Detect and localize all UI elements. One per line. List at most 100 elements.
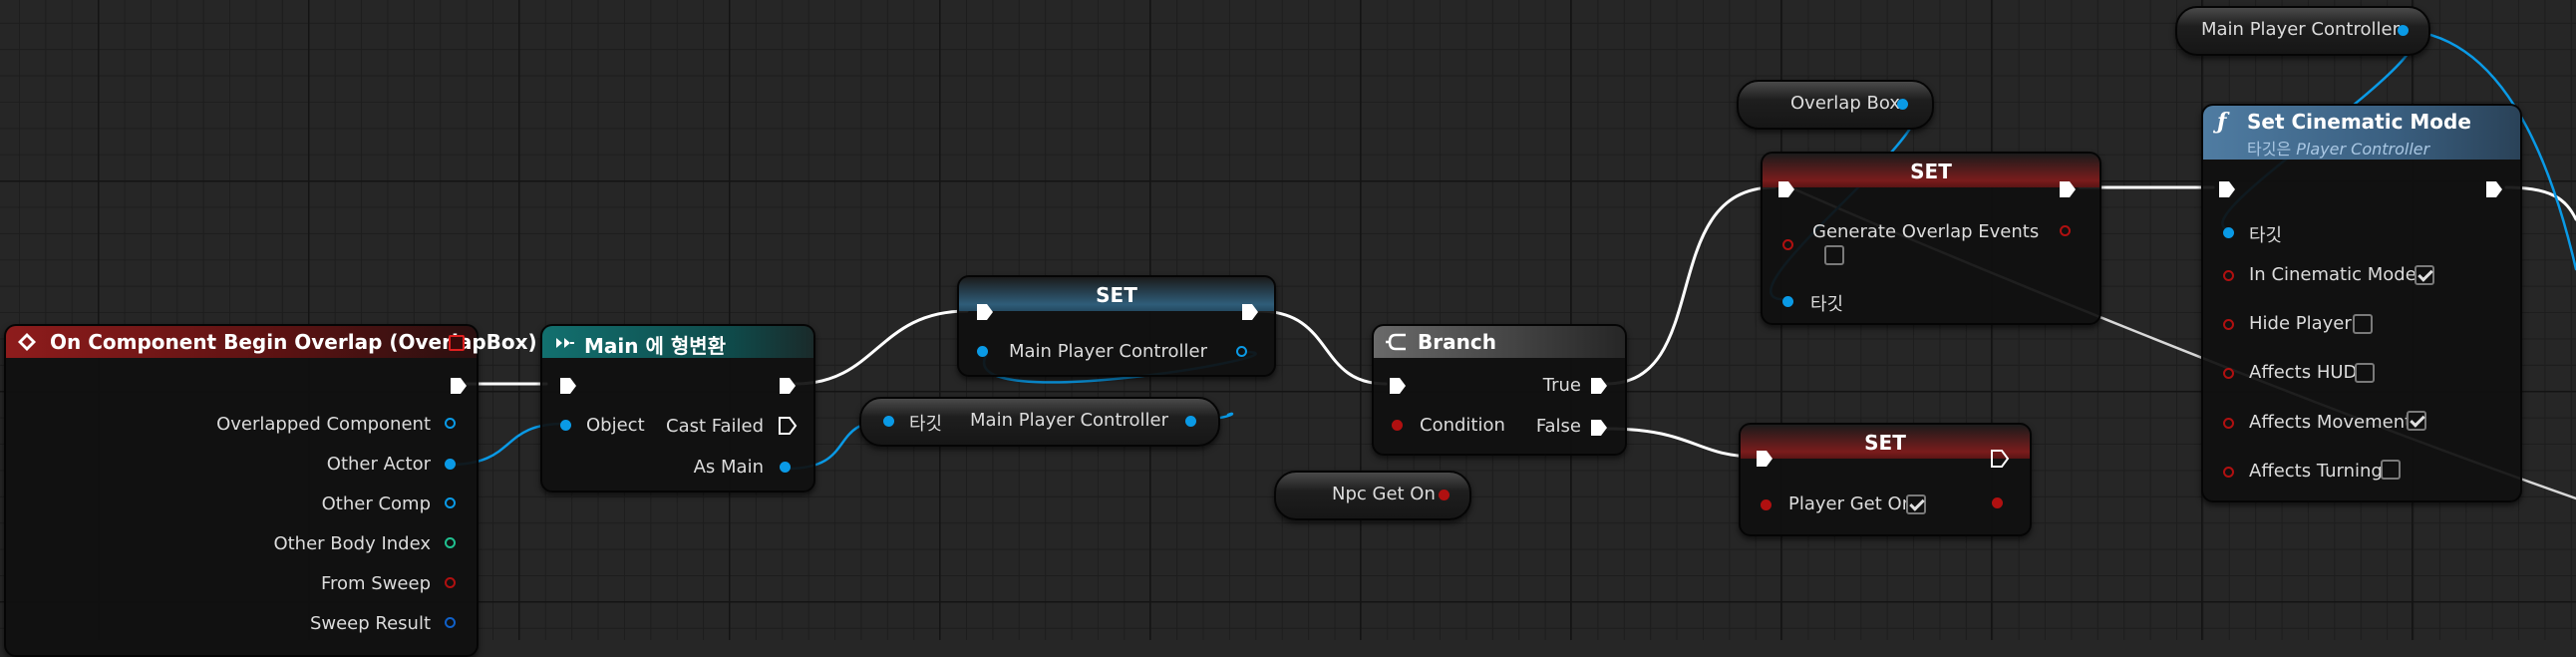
overlapped-component-pin[interactable] — [445, 418, 456, 429]
pin-label: Player Get On — [1788, 493, 1914, 514]
exec-out-pin[interactable] — [449, 376, 469, 396]
player-get-on-checkbox[interactable] — [1906, 494, 1926, 514]
true-label: True — [1542, 375, 1581, 396]
other-comp-pin[interactable] — [445, 497, 456, 508]
branch-node[interactable]: Branch True Condition False — [1372, 324, 1627, 456]
sweep-result-pin[interactable] — [445, 617, 456, 628]
pin-label: Main Player Controller — [1009, 341, 1207, 362]
set-main-player-controller-node[interactable]: SET Main Player Controller — [957, 275, 1276, 377]
output-label-from-sweep: From Sweep — [320, 573, 431, 594]
cast-failed-exec-pin[interactable] — [778, 416, 798, 436]
generate-overlap-events-in-pin[interactable] — [1782, 239, 1793, 250]
main-player-controller-pin[interactable] — [2398, 25, 2409, 36]
node-title: SET — [1864, 431, 1906, 455]
output-delegate-icon[interactable] — [449, 335, 465, 351]
target-pin[interactable] — [1782, 296, 1793, 307]
set-cinematic-mode-node[interactable]: ƒ Set Cinematic Mode 타깃은 Player Controll… — [2201, 104, 2522, 502]
exec-in-pin[interactable] — [1755, 449, 1774, 469]
node-title: Set Cinematic Mode — [2247, 110, 2471, 134]
other-actor-pin[interactable] — [445, 459, 456, 470]
node-header: Main 에 형변환 — [542, 326, 813, 358]
node-header: Branch — [1374, 326, 1625, 358]
exec-out-pin[interactable] — [1990, 449, 2010, 469]
hide-player-pin[interactable] — [2223, 319, 2234, 330]
subtitle-class: Player Controller — [2296, 140, 2430, 159]
target-label: 타깃 — [1810, 294, 1844, 315]
other-body-index-pin[interactable] — [445, 537, 456, 548]
npc-get-on-pin[interactable] — [1439, 490, 1449, 500]
event-icon — [18, 333, 36, 351]
overlap-box-pin[interactable] — [1897, 99, 1908, 110]
exec-in-pin[interactable] — [1388, 376, 1408, 396]
hide-player-label: Hide Player — [2249, 313, 2352, 334]
node-header: SET — [1741, 425, 2030, 459]
affects-movement-label: Affects Movement — [2249, 412, 2413, 433]
cast-failed-label: Cast Failed — [666, 416, 764, 437]
main-player-controller-in-pin[interactable] — [977, 346, 988, 357]
false-exec-pin[interactable] — [1589, 418, 1609, 438]
hide-player-checkbox[interactable] — [2353, 314, 2373, 334]
branch-icon — [1386, 333, 1406, 351]
in-cinematic-mode-label: In Cinematic Mode — [2249, 264, 2416, 285]
false-label: False — [1535, 416, 1581, 437]
condition-pin[interactable] — [1392, 420, 1403, 431]
get-main-player-controller-node[interactable]: 타깃 Main Player Controller — [859, 397, 1220, 447]
condition-label: Condition — [1420, 415, 1505, 436]
output-label-other-body-index: Other Body Index — [273, 533, 431, 554]
as-main-pin[interactable] — [780, 462, 791, 473]
on-component-begin-overlap-node[interactable]: On Component Begin Overlap (OverlapBox) … — [4, 324, 537, 657]
in-cinematic-mode-checkbox[interactable] — [2415, 265, 2434, 285]
output-pin[interactable] — [1185, 416, 1196, 427]
affects-hud-pin[interactable] — [2223, 368, 2234, 379]
affects-movement-checkbox[interactable] — [2407, 411, 2426, 431]
output-label-sweep-result: Sweep Result — [309, 613, 431, 634]
node-header: SET — [959, 277, 1274, 311]
output-label-overlapped-component: Overlapped Component — [216, 414, 431, 435]
exec-wire — [1604, 185, 1776, 386]
target-pin[interactable] — [2223, 227, 2234, 238]
main-player-controller-out-pin[interactable] — [1236, 346, 1247, 357]
subtitle-prefix: 타깃은 — [2247, 140, 2292, 159]
as-main-label: As Main — [693, 457, 764, 478]
node-subtitle: 타깃은 Player Controller — [2247, 136, 2429, 160]
output-label-other-actor: Other Actor — [326, 454, 431, 475]
exec-in-pin[interactable] — [975, 302, 995, 322]
node-header: ƒ Set Cinematic Mode 타깃은 Player Controll… — [2203, 106, 2520, 160]
object-pin[interactable] — [560, 420, 571, 431]
variable-label: Main Player Controller — [2201, 19, 2400, 40]
affects-turning-pin[interactable] — [2223, 467, 2234, 478]
cast-icon — [556, 338, 574, 348]
affects-hud-checkbox[interactable] — [2355, 363, 2375, 383]
target-pin[interactable] — [883, 416, 894, 427]
generate-overlap-events-checkbox[interactable] — [1824, 245, 1844, 265]
node-title: SET — [1096, 283, 1137, 307]
exec-out-pin[interactable] — [2484, 179, 2504, 199]
set-generate-overlap-events-node[interactable]: SET Generate Overlap Events 타깃 — [1761, 152, 2101, 325]
affects-movement-pin[interactable] — [2223, 418, 2234, 429]
exec-in-pin[interactable] — [2217, 179, 2237, 199]
cast-to-main-node[interactable]: Main 에 형변환 Object Cast Failed As Main — [540, 324, 815, 493]
exec-out-pin[interactable] — [778, 376, 798, 396]
output-label: Main Player Controller — [970, 410, 1168, 431]
affects-turning-checkbox[interactable] — [2381, 460, 2401, 480]
main-player-controller-node[interactable]: Main Player Controller — [2175, 6, 2430, 56]
generate-overlap-events-out-pin[interactable] — [2060, 225, 2071, 236]
in-cinematic-mode-pin[interactable] — [2223, 270, 2234, 281]
exec-in-pin[interactable] — [558, 376, 578, 396]
set-player-get-on-node[interactable]: SET Player Get On — [1739, 423, 2032, 536]
pin-label: Generate Overlap Events — [1812, 221, 2040, 242]
overlap-box-node[interactable]: Overlap Box — [1737, 80, 1934, 130]
from-sweep-pin[interactable] — [445, 577, 456, 588]
affects-hud-label: Affects HUD — [2249, 362, 2358, 383]
player-get-on-in-pin[interactable] — [1761, 499, 1771, 510]
variable-label: Npc Get On — [1332, 484, 1436, 504]
node-title: SET — [1910, 160, 1952, 183]
exec-out-pin[interactable] — [2058, 179, 2078, 199]
true-exec-pin[interactable] — [1589, 376, 1609, 396]
exec-wire — [1604, 427, 1759, 459]
player-get-on-out-pin[interactable] — [1992, 497, 2003, 508]
exec-in-pin[interactable] — [1776, 179, 1796, 199]
exec-out-pin[interactable] — [1240, 302, 1260, 322]
function-icon: ƒ — [2217, 109, 2227, 135]
npc-get-on-node[interactable]: Npc Get On — [1274, 471, 1471, 520]
